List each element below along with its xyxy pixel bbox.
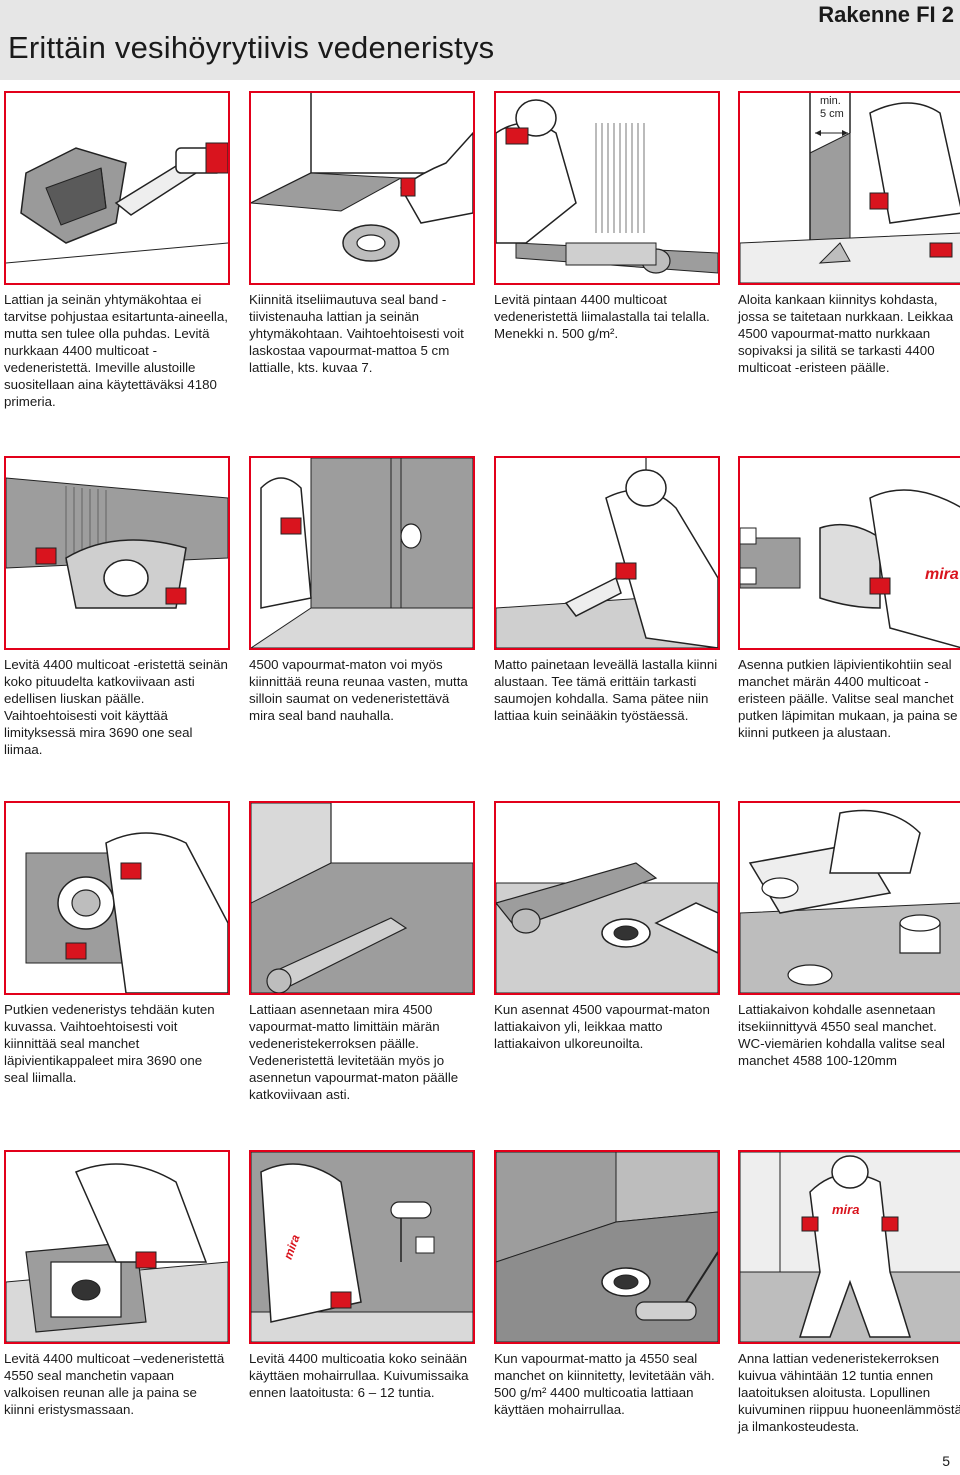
illustration-frame <box>4 1150 230 1344</box>
illustration-frame <box>4 801 230 995</box>
step-caption: Lattiakaivon kohdalle asennetaan itsekii… <box>738 1002 945 1068</box>
step-caption: Lattiaan asennetaan mira 4500 vapourmat-… <box>249 1002 459 1102</box>
illustration-frame <box>249 91 475 285</box>
step-14: mira Levitä 4400 multicoatia koko seinää… <box>249 1150 475 1401</box>
illustration-drying <box>740 1152 960 1342</box>
step-16: mira Anna lattian vedeneristekerroksen k… <box>738 1150 960 1435</box>
illustration-frame: mira <box>738 456 960 650</box>
step-2: Kiinnitä itseliimautuva seal band -tiivi… <box>249 91 475 376</box>
step-10: Lattiaan asennetaan mira 4500 vapourmat-… <box>249 801 475 1103</box>
step-9: Putkien vedeneristys tehdään kuten kuvas… <box>4 801 230 1086</box>
step-12: Lattiakaivon kohdalle asennetaan itsekii… <box>738 801 960 1069</box>
illustration-frame <box>4 91 230 285</box>
step-caption: Kiinnitä itseliimautuva seal band -tiivi… <box>249 292 464 375</box>
illustration-frame <box>738 801 960 995</box>
illustration-frame <box>4 456 230 650</box>
step-caption: Levitä 4400 multicoatia koko seinään käy… <box>249 1351 469 1400</box>
mira-logo: mira <box>832 1202 860 1217</box>
header-band <box>0 0 960 80</box>
step-caption: Anna lattian vedeneristekerroksen kuivua… <box>738 1351 960 1434</box>
page-number: 5 <box>942 1453 950 1469</box>
illustration-frame <box>494 91 720 285</box>
illustration-frame: min. 5 cm <box>738 91 960 285</box>
step-3: Levitä pintaan 4400 multicoat vedenerist… <box>494 91 720 342</box>
illustration-frame: mira <box>249 1150 475 1344</box>
illustration-trowel-wall <box>496 93 718 283</box>
step-caption: Asenna putkien läpivientikohtiin seal ma… <box>738 657 958 740</box>
step-1: Lattian ja seinän yhtymäkohtaa ei tarvit… <box>4 91 230 410</box>
illustration-floor-roller <box>496 1152 718 1342</box>
annotation-min: min. <box>820 95 841 107</box>
illustration-frame <box>249 456 475 650</box>
step-caption: 4500 vapourmat-maton voi myös kiinnittää… <box>249 657 468 723</box>
illustration-pipe-manchet <box>740 458 960 648</box>
step-6: 4500 vapourmat-maton voi myös kiinnittää… <box>249 456 475 724</box>
illustration-wall-roller <box>251 1152 473 1342</box>
step-4: min. 5 cm Aloita kankaan kiinnitys kohda… <box>738 91 960 376</box>
page-title: Erittäin vesihöyrytiivis vedeneristys <box>8 30 495 65</box>
illustration-vapourmat-corner <box>740 93 960 283</box>
dimension-annotation: min. 5 cm <box>820 95 844 121</box>
illustration-seal-band <box>251 93 473 283</box>
illustration-corner-brush <box>6 93 228 283</box>
step-caption: Lattian ja seinän yhtymäkohtaa ei tarvit… <box>4 292 228 409</box>
step-13: Levitä 4400 multicoat –vedeneristettä 45… <box>4 1150 230 1418</box>
illustration-frame <box>494 1150 720 1344</box>
illustration-drain-cut <box>496 803 718 993</box>
illustration-floor-roll <box>251 803 473 993</box>
illustration-wall-overlap <box>6 458 228 648</box>
illustration-drain-manchet <box>740 803 960 993</box>
step-caption: Levitä pintaan 4400 multicoat vedenerist… <box>494 292 710 341</box>
step-8: mira Asenna putkien läpivientikohtiin se… <box>738 456 960 741</box>
step-7: Matto painetaan leveällä lastalla kiinni… <box>494 456 720 724</box>
step-11: Kun asennat 4500 vapourmat-maton lattiak… <box>494 801 720 1052</box>
mira-logo: mira <box>925 566 959 583</box>
illustration-edge-to-edge <box>251 458 473 648</box>
step-5: Levitä 4400 multicoat -eristettä seinän … <box>4 456 230 758</box>
step-caption: Levitä 4400 multicoat –vedeneristettä 45… <box>4 1351 225 1417</box>
step-caption: Levitä 4400 multicoat -eristettä seinän … <box>4 657 228 757</box>
step-caption: Kun vapourmat-matto ja 4550 seal manchet… <box>494 1351 715 1417</box>
illustration-frame <box>494 456 720 650</box>
illustration-spatula-press <box>496 458 718 648</box>
step-15: Kun vapourmat-matto ja 4550 seal manchet… <box>494 1150 720 1418</box>
annotation-5cm: 5 cm <box>820 108 844 120</box>
document-label: Rakenne FI 2 <box>818 2 954 27</box>
step-caption: Kun asennat 4500 vapourmat-maton lattiak… <box>494 1002 710 1051</box>
illustration-frame <box>494 801 720 995</box>
illustration-frame: mira <box>738 1150 960 1344</box>
step-caption: Putkien vedeneristys tehdään kuten kuvas… <box>4 1002 215 1085</box>
illustration-pipe-sleeve <box>6 803 228 993</box>
step-caption: Aloita kankaan kiinnitys kohdasta, jossa… <box>738 292 954 375</box>
illustration-brush-manchet <box>6 1152 228 1342</box>
step-caption: Matto painetaan leveällä lastalla kiinni… <box>494 657 718 723</box>
illustration-frame <box>249 801 475 995</box>
